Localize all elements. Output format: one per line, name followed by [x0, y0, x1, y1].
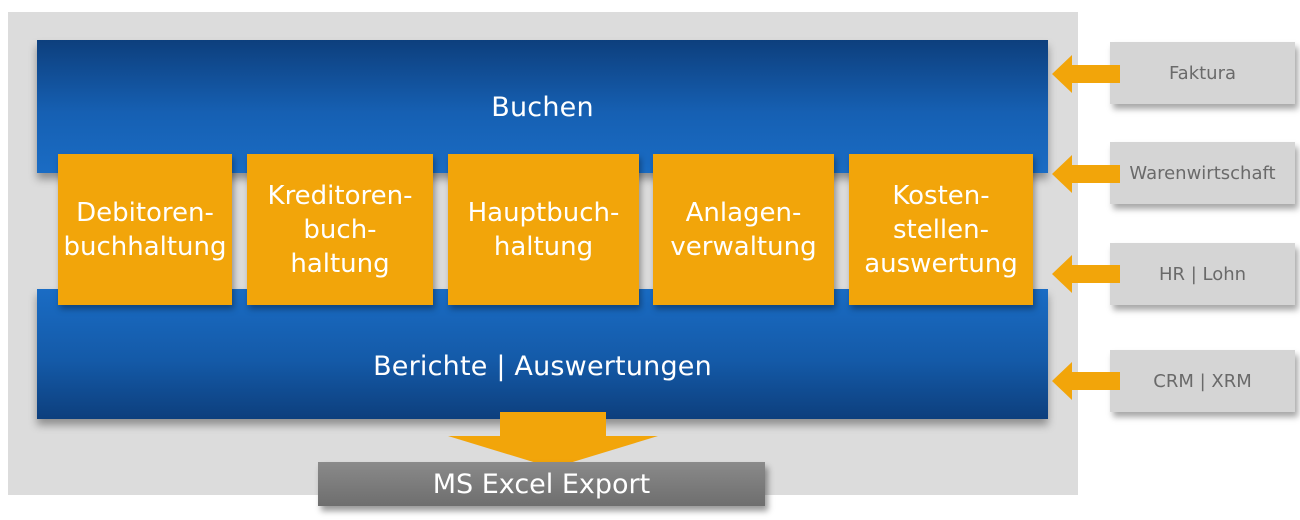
source-faktura-label: Faktura	[1168, 62, 1237, 84]
arrow-left-icon	[1052, 362, 1120, 400]
source-warenwirtschaft-label: Warenwirtschaft	[1129, 162, 1276, 184]
ms-excel-export-box: MS Excel Export	[318, 462, 765, 506]
source-crm-xrm: CRM | XRM	[1110, 350, 1295, 412]
arrow-left-icon	[1052, 255, 1120, 293]
source-crm-xrm-label: CRM | XRM	[1153, 370, 1252, 392]
module-hauptbuchhaltung: Hauptbuch- haltung	[448, 154, 639, 305]
module-anlagenverwaltung: Anlagen- verwaltung	[653, 154, 834, 305]
module-kreditorenbuchhaltung: Kreditoren- buch- haltung	[247, 154, 433, 305]
berichte-title: Berichte | Auswertungen	[373, 351, 712, 382]
arrow-down-icon	[448, 412, 658, 468]
arrow-left-icon	[1052, 55, 1120, 93]
ms-excel-export-label: MS Excel Export	[432, 468, 651, 500]
source-faktura: Faktura	[1110, 42, 1295, 104]
source-hr-lohn: HR | Lohn	[1110, 243, 1295, 305]
module-debitorenbuchhaltung: Debitoren- buchhaltung	[58, 154, 232, 305]
buchen-band: Buchen	[37, 40, 1048, 173]
arrow-left-icon	[1052, 155, 1120, 193]
source-warenwirtschaft: Warenwirtschaft	[1110, 142, 1295, 204]
module-kostenstellenauswertung: Kosten- stellen- auswertung	[849, 154, 1033, 305]
berichte-band: Berichte | Auswertungen	[37, 289, 1048, 419]
source-hr-lohn-label: HR | Lohn	[1158, 263, 1247, 285]
buchen-title: Buchen	[491, 92, 594, 123]
